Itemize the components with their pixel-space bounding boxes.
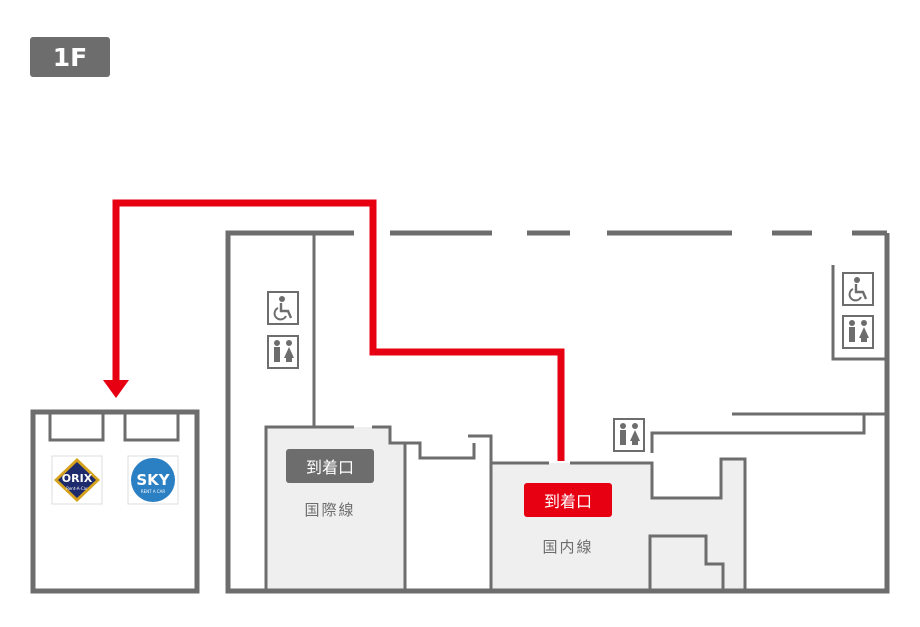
domestic-arrival-label: 到着口 bbox=[544, 492, 592, 511]
international-arrival: 到着口 国際線 bbox=[286, 449, 374, 519]
domestic-gate-area bbox=[491, 459, 745, 591]
international-gate-wall bbox=[264, 425, 354, 591]
corridor-step-wall bbox=[390, 441, 476, 460]
right-upper-wall bbox=[650, 412, 866, 453]
domestic-arrival-badge bbox=[524, 483, 612, 517]
sky-sub: RENT A CAR bbox=[141, 489, 166, 494]
sky-circle bbox=[131, 458, 175, 502]
restroom-icon-middle bbox=[613, 418, 645, 452]
international-section-label: 国際線 bbox=[304, 501, 355, 519]
orix-diamond-navy bbox=[58, 462, 96, 498]
domestic-office-wall bbox=[648, 534, 725, 591]
orix-name: ORIX bbox=[62, 472, 93, 485]
floor-badge: 1F bbox=[30, 37, 110, 77]
sky-name: SKY bbox=[136, 471, 170, 489]
international-arrival-badge bbox=[286, 449, 374, 483]
domestic-gate-left-wall bbox=[468, 434, 493, 591]
wheelchair-icon-right bbox=[842, 272, 874, 306]
rental-counter-1 bbox=[48, 412, 105, 442]
route-line bbox=[112, 199, 565, 461]
domestic-section-label: 国内線 bbox=[542, 538, 593, 556]
terminal-walls bbox=[225, 230, 890, 594]
route bbox=[103, 199, 565, 461]
rental-counter-2 bbox=[123, 412, 180, 442]
wheelchair-icon bbox=[267, 291, 299, 325]
right-restroom-box bbox=[831, 265, 887, 361]
rental-building-outline bbox=[30, 409, 200, 594]
international-arrival-label: 到着口 bbox=[306, 458, 354, 477]
rental-car-building bbox=[30, 409, 200, 594]
floor-label: 1F bbox=[53, 43, 87, 72]
interior-walls bbox=[264, 233, 887, 591]
orix-sub: Rent-A-Car bbox=[66, 486, 88, 491]
domestic-gate-right-wall bbox=[570, 457, 747, 591]
floor-badge-bg bbox=[30, 37, 110, 77]
route-arrow-head bbox=[103, 380, 129, 398]
restroom-icon-right bbox=[842, 315, 874, 349]
sky-logo: SKY RENT A CAR bbox=[127, 455, 179, 505]
terminal-outer-wall bbox=[225, 230, 890, 594]
orix-logo: ORIX Rent-A-Car bbox=[51, 455, 103, 505]
restroom-icon bbox=[267, 335, 299, 369]
domestic-arrival: 到着口 国内線 bbox=[524, 483, 612, 556]
